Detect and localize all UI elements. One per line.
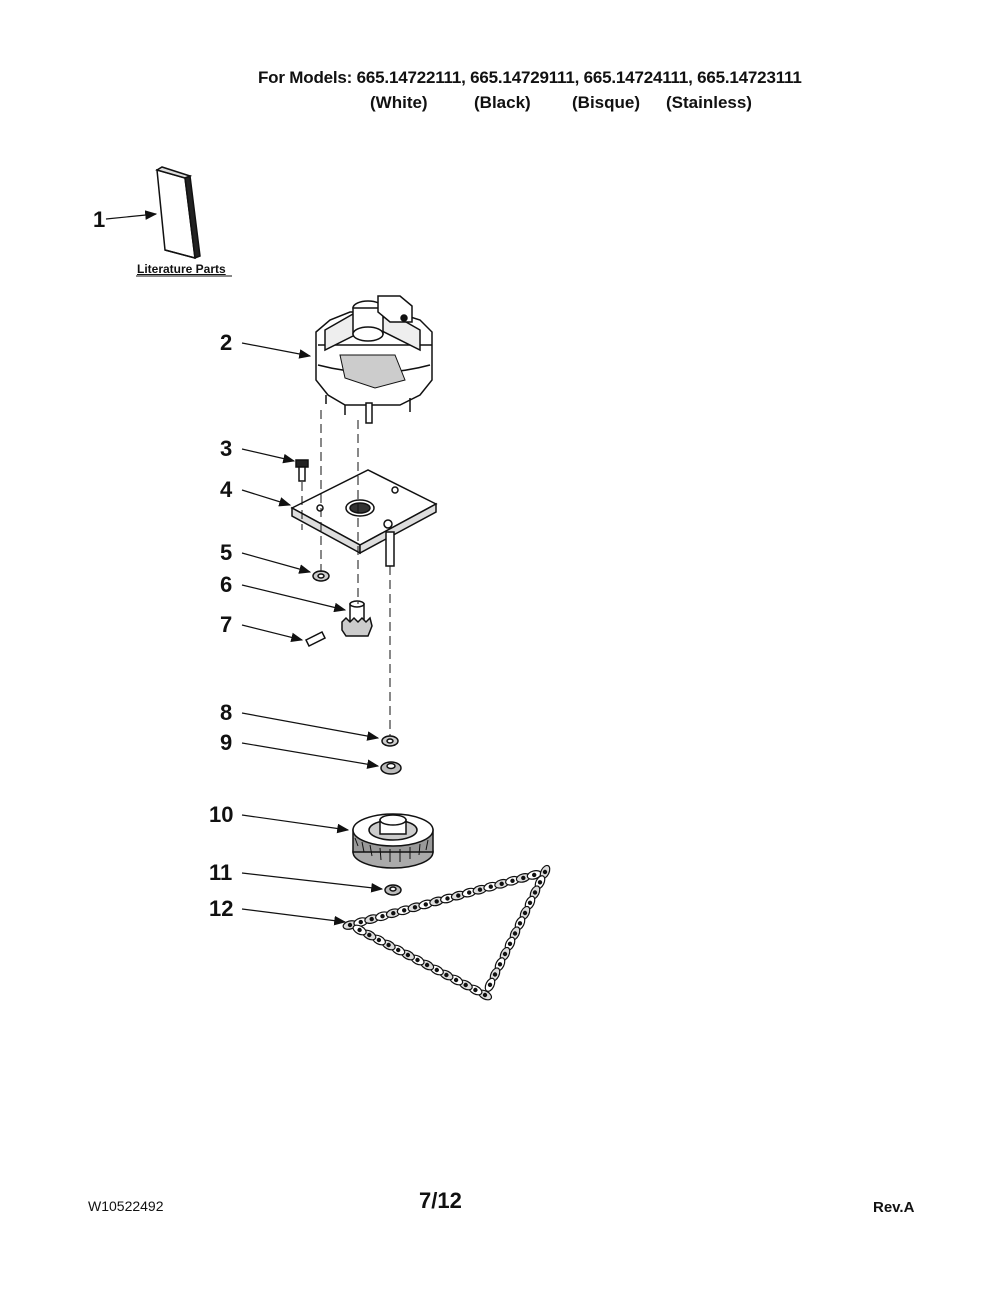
callout-8: 8 [220, 700, 233, 725]
drive-sprocket-part [341, 600, 373, 637]
chain-pin [527, 900, 533, 906]
callout-11: 11 [209, 860, 233, 885]
chain-pin [367, 932, 372, 938]
callout-6: 6 [220, 572, 233, 597]
large-gear-part [352, 813, 434, 869]
chain-pin [517, 921, 523, 926]
chain-pin [522, 910, 528, 916]
chain-pin [537, 880, 543, 885]
chain-pin [396, 947, 401, 953]
chain-pin [456, 893, 461, 898]
leader-arrows [105, 210, 384, 926]
callout-2: 2 [220, 330, 233, 355]
variant-white: (White) [370, 93, 428, 112]
callout-5: 5 [220, 540, 233, 565]
callout-4: 4 [220, 477, 233, 502]
variant-bisque: (Bisque) [572, 93, 640, 112]
gear-motor-part [315, 295, 433, 424]
chain-pin [376, 937, 382, 943]
callout-12: 12 [209, 896, 234, 921]
spacer-part [380, 761, 402, 775]
chain-pin [463, 982, 468, 988]
chain-pin [532, 872, 537, 878]
chain-pin [380, 914, 385, 919]
chain-pin [424, 962, 430, 968]
chain-pin [477, 887, 483, 892]
mounting-bracket-part [290, 469, 438, 567]
chain-pin [521, 875, 526, 881]
chain-pin [453, 977, 459, 983]
chain-pin [473, 987, 478, 993]
chain-pin [412, 905, 418, 910]
chain-pin [488, 884, 493, 889]
chain-pin [358, 919, 363, 925]
literature-parts-label: Literature Parts [137, 262, 226, 276]
chain-pin [434, 967, 439, 973]
e-clip-part [384, 884, 402, 896]
chain-pin [369, 916, 374, 922]
models-heading: For Models: 665.14722111, 665.14729111, … [258, 68, 802, 87]
callout-9: 9 [220, 730, 233, 755]
chain-pin [487, 982, 493, 988]
chain-pin [502, 951, 508, 957]
set-screw-part [304, 630, 327, 648]
callout-1: 1 [93, 207, 106, 232]
chain-pin [492, 972, 498, 977]
chain-pin [499, 881, 504, 887]
chain-pin [532, 890, 538, 895]
callout-7: 7 [220, 612, 233, 637]
chain-pin [507, 941, 513, 947]
variant-black: (Black) [474, 93, 531, 112]
revision-label: Rev.A [873, 1199, 915, 1216]
washer-part-8 [381, 735, 399, 747]
chain-pin [402, 908, 407, 913]
chain-pin [510, 878, 515, 884]
chain-pin [434, 899, 439, 904]
chain-pin [357, 927, 362, 933]
page-number: 7/12 [419, 1188, 462, 1213]
chain-pin [542, 869, 548, 875]
roller-chain-part [342, 864, 551, 1001]
chain-pin [467, 890, 472, 895]
literature-booklet-part [155, 166, 201, 260]
callout-3: 3 [220, 436, 233, 461]
chain-pin [444, 972, 449, 978]
document-number: W10522492 [88, 1198, 164, 1214]
screw-part [295, 459, 309, 482]
chain-pin [482, 992, 488, 998]
chain-pin [445, 896, 450, 901]
chain-pin [423, 902, 428, 907]
chain-pin [405, 952, 411, 958]
chain-pin [391, 911, 396, 916]
chain-pin [347, 922, 353, 928]
variant-stainless: (Stainless) [666, 93, 752, 112]
assembly-guide-lines [301, 410, 391, 736]
chain-pin [512, 931, 518, 936]
chain-pin [497, 962, 503, 967]
callout-10: 10 [209, 802, 234, 827]
small-washer-part [312, 570, 330, 582]
chain-pin [386, 942, 391, 948]
chain-pin [415, 957, 420, 963]
